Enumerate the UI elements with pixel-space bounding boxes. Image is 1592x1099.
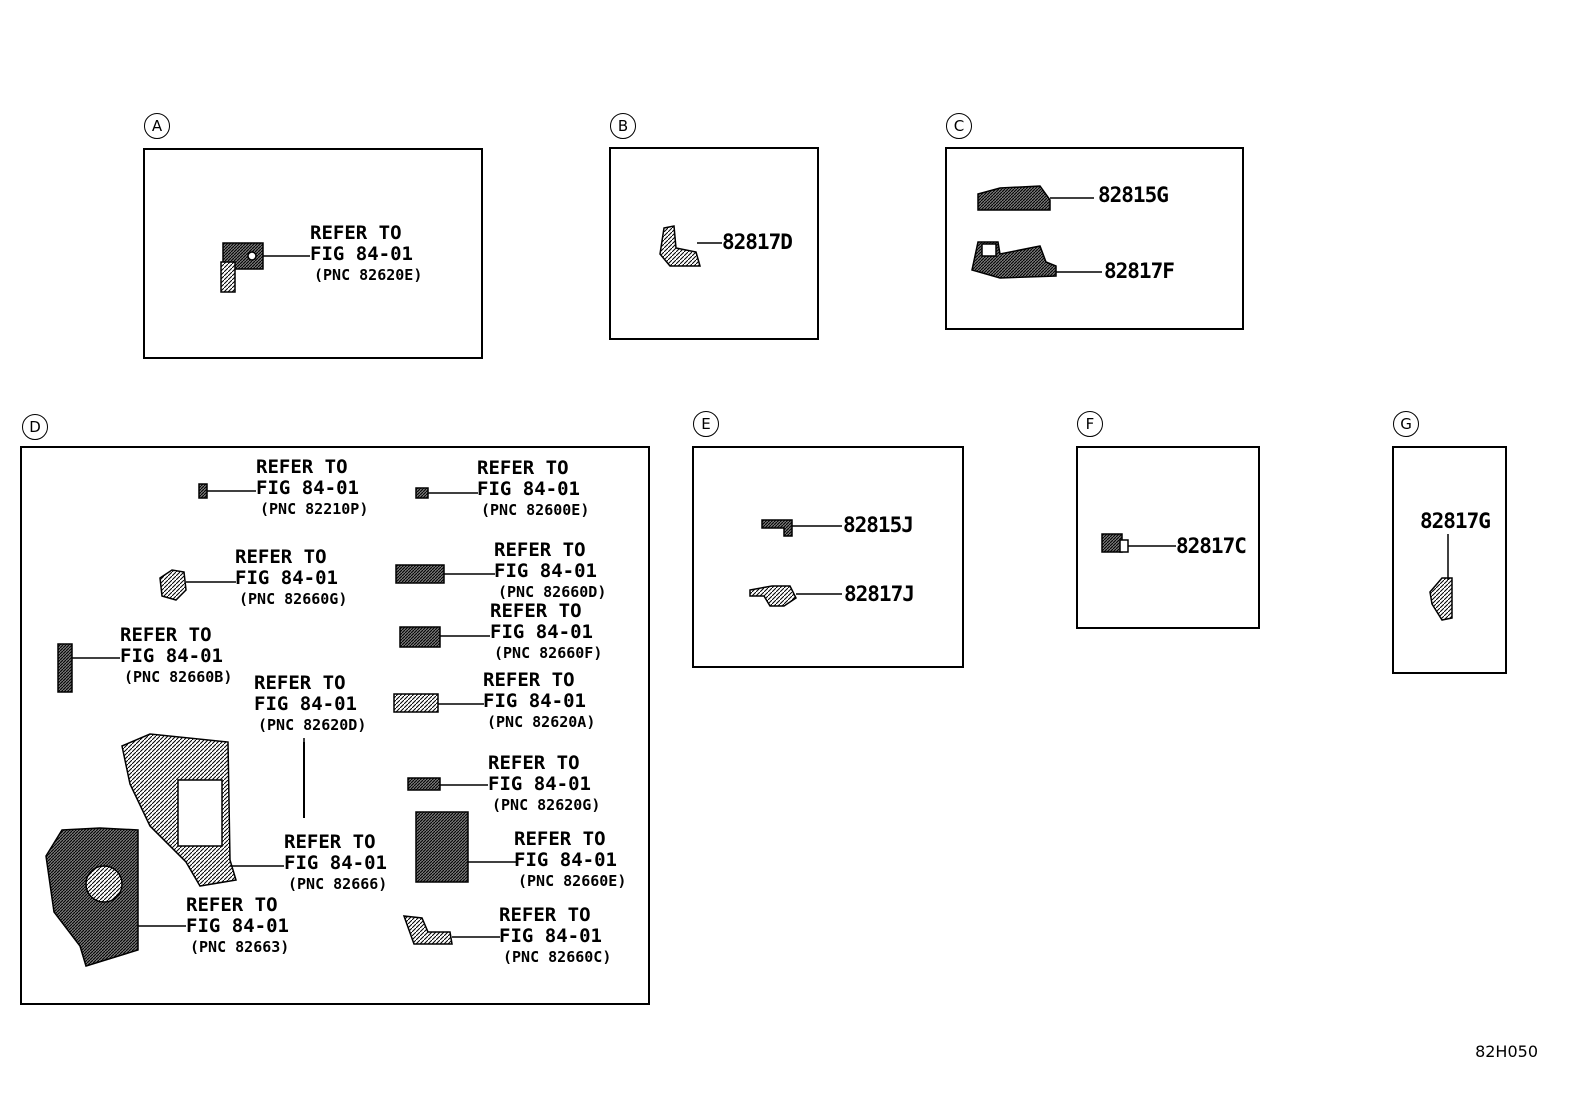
refer-pnc: (PNC 82660C) xyxy=(503,948,612,966)
refer-line2: FIG 84-01 xyxy=(120,645,223,667)
refer-line2: FIG 84-01 xyxy=(514,849,617,871)
panel-f xyxy=(1076,446,1260,629)
panel-d-refer-82660c: REFER TO FIG 84-01 (PNC 82660C) xyxy=(499,905,611,968)
refer-line1: REFER TO xyxy=(310,222,402,244)
refer-line1: REFER TO xyxy=(499,904,591,926)
panel-c-part-82815g xyxy=(977,185,1051,211)
panel-e-part-82817j xyxy=(749,585,797,607)
panel-d-refer-82620a: REFER TO FIG 84-01 (PNC 82620A) xyxy=(483,670,595,733)
refer-line1: REFER TO xyxy=(186,894,278,916)
refer-line2: FIG 84-01 xyxy=(477,478,580,500)
panel-d-refer-82660f: REFER TO FIG 84-01 (PNC 82660F) xyxy=(490,601,602,664)
part-number-82815j: 82815J xyxy=(843,513,914,537)
refer-line1: REFER TO xyxy=(477,457,569,479)
part-number-82817f: 82817F xyxy=(1104,259,1175,283)
refer-line2: FIG 84-01 xyxy=(494,560,597,582)
refer-pnc: (PNC 82660B) xyxy=(124,668,233,686)
panel-d-refer-82660d: REFER TO FIG 84-01 (PNC 82660D) xyxy=(494,540,606,603)
refer-line2: FIG 84-01 xyxy=(499,925,602,947)
panel-d xyxy=(20,446,650,1005)
part-number-82817g: 82817G xyxy=(1420,509,1491,533)
refer-pnc: (PNC 82660D) xyxy=(498,583,607,601)
panel-g-part-82817g xyxy=(1429,577,1453,621)
panel-b-part-82817d xyxy=(659,225,701,267)
refer-line2: FIG 84-01 xyxy=(490,621,593,643)
refer-pnc: (PNC 82620G) xyxy=(492,796,601,814)
refer-line2: FIG 84-01 xyxy=(488,773,591,795)
panel-f-part-82817c xyxy=(1101,533,1129,553)
panel-d-refer-82620d: REFER TO FIG 84-01 (PNC 82620D) xyxy=(254,673,366,736)
refer-line2: FIG 84-01 xyxy=(483,690,586,712)
panel-g xyxy=(1392,446,1507,674)
panel-a xyxy=(143,148,483,359)
refer-pnc: (PNC 82660G) xyxy=(239,590,348,608)
refer-pnc: (PNC 82600E) xyxy=(481,501,590,519)
refer-line1: REFER TO xyxy=(284,831,376,853)
panel-g-letter: G xyxy=(1393,411,1419,437)
refer-line1: REFER TO xyxy=(483,669,575,691)
refer-line2: FIG 84-01 xyxy=(235,567,338,589)
panel-d-parts xyxy=(45,483,469,967)
refer-pnc: (PNC 82663) xyxy=(190,938,290,956)
part-number-82817d: 82817D xyxy=(722,230,793,254)
refer-line1: REFER TO xyxy=(256,456,348,478)
refer-line2: FIG 84-01 xyxy=(186,915,289,937)
refer-pnc: (PNC 82210P) xyxy=(260,500,369,518)
panel-c-letter: C xyxy=(946,113,972,139)
panel-d-refer-82660b: REFER TO FIG 84-01 (PNC 82660B) xyxy=(120,625,232,688)
part-number-82817j: 82817J xyxy=(844,582,915,606)
refer-line1: REFER TO xyxy=(494,539,586,561)
panel-c xyxy=(945,147,1244,330)
refer-line1: REFER TO xyxy=(235,546,327,568)
panel-e-letter: E xyxy=(693,411,719,437)
refer-line1: REFER TO xyxy=(490,600,582,622)
panel-b-letter: B xyxy=(610,113,636,139)
panel-a-refer-label: REFER TO FIG 84-01 (PNC 82620E) xyxy=(310,223,422,286)
panel-d-refer-82663: REFER TO FIG 84-01 (PNC 82663) xyxy=(186,895,289,958)
refer-pnc: (PNC 82620A) xyxy=(487,713,596,731)
part-number-82815g: 82815G xyxy=(1098,183,1169,207)
refer-line1: REFER TO xyxy=(120,624,212,646)
refer-line1: REFER TO xyxy=(514,828,606,850)
panel-e xyxy=(692,446,964,668)
panel-f-letter: F xyxy=(1077,411,1103,437)
refer-pnc: (PNC 82660E) xyxy=(518,872,627,890)
refer-line1: REFER TO xyxy=(488,752,580,774)
refer-pnc: (PNC 82620D) xyxy=(258,716,367,734)
refer-pnc: (PNC 82666) xyxy=(288,875,388,893)
refer-pnc: (PNC 82620E) xyxy=(314,266,423,284)
panel-e-part-82815j xyxy=(761,519,793,537)
diagram-code: 82H050 xyxy=(1475,1042,1538,1061)
refer-line2: FIG 84-01 xyxy=(254,693,357,715)
panel-d-refer-82660e: REFER TO FIG 84-01 (PNC 82660E) xyxy=(514,829,626,892)
refer-line2: FIG 84-01 xyxy=(310,243,413,265)
refer-line1: REFER TO xyxy=(254,672,346,694)
panel-a-part-82620e xyxy=(220,242,264,293)
panel-d-refer-82666: REFER TO FIG 84-01 (PNC 82666) xyxy=(284,832,387,895)
panel-b xyxy=(609,147,819,340)
panel-c-part-82817f xyxy=(971,241,1057,279)
refer-line2: FIG 84-01 xyxy=(256,477,359,499)
panel-d-refer-82210p: REFER TO FIG 84-01 (PNC 82210P) xyxy=(256,457,368,520)
panel-d-letter: D xyxy=(22,414,48,440)
refer-line2: FIG 84-01 xyxy=(284,852,387,874)
panel-d-refer-82620g: REFER TO FIG 84-01 (PNC 82620G) xyxy=(488,753,600,816)
panel-a-letter: A xyxy=(144,113,170,139)
panel-d-refer-82600e: REFER TO FIG 84-01 (PNC 82600E) xyxy=(477,458,589,521)
panel-d-leaders xyxy=(72,490,516,938)
panel-d-refer-82660g: REFER TO FIG 84-01 (PNC 82660G) xyxy=(235,547,347,610)
part-number-82817c: 82817C xyxy=(1176,534,1247,558)
refer-pnc: (PNC 82660F) xyxy=(494,644,603,662)
